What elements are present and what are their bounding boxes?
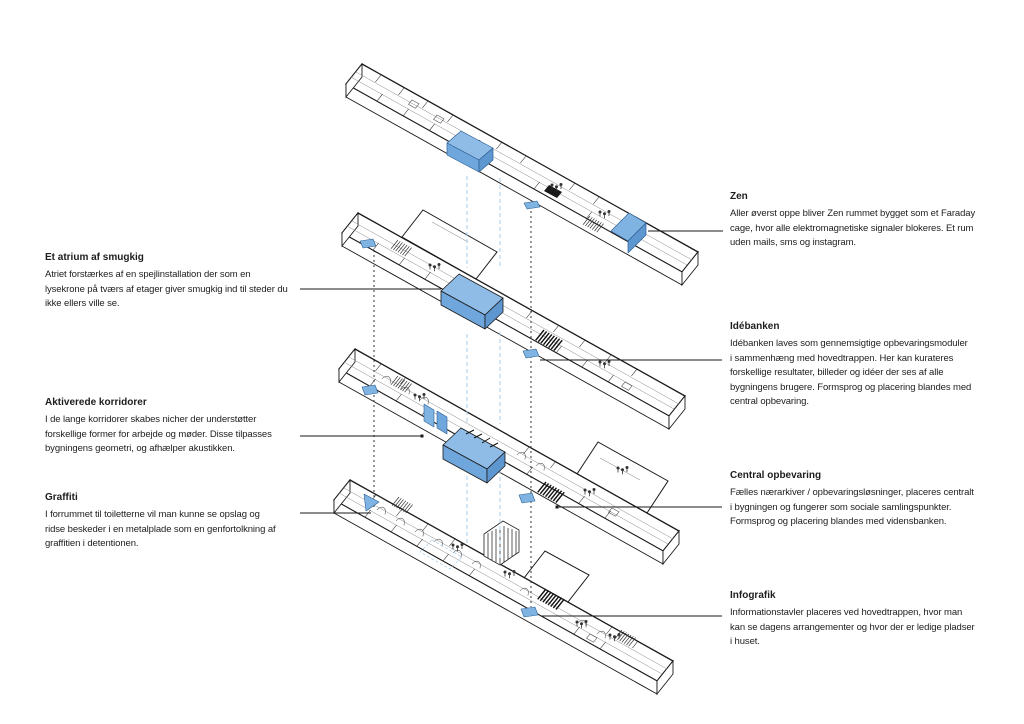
floor-plate-2: [341, 209, 686, 431]
graffiti-panel-highlight: [363, 493, 380, 512]
annotation-korridorer-title: Aktiverede korridorer: [45, 397, 147, 408]
annotation-korridorer-body: I de lange korridorer skabes nicher der …: [45, 414, 272, 454]
annotation-zen: Zen Aller øverst oppe bliver Zen rummet …: [730, 191, 1022, 251]
annotation-infografik-body: Informationstavler placeres ved hovedtra…: [730, 607, 975, 647]
annotation-central: Central opbevaring Fælles nærarkiver / o…: [730, 470, 1022, 530]
annotation-idebanken: Idébanken Idébanken laves som gennemsigt…: [730, 321, 1022, 410]
annotation-central-body: Fælles nærarkiver / opbevaringsløsninger…: [730, 487, 974, 527]
annotation-graffiti-body: I forrummet til toiletterne vil man kunn…: [45, 509, 276, 549]
annotation-idebanken-title: Idébanken: [730, 321, 780, 332]
idebank-panel-highlight: [522, 348, 540, 359]
highlight-panel-top-floor: [523, 200, 541, 210]
annotation-central-title: Central opbevaring: [730, 470, 822, 481]
black-dotted-connectors: [373, 211, 532, 607]
floor-plate-1-top: [345, 62, 699, 287]
annotation-infografik-title: Infografik: [730, 590, 776, 601]
annotation-zen-title: Zen: [730, 191, 748, 202]
leader-lines: [300, 230, 723, 617]
annotation-idebanken-body: Idébanken laves som gennemsigtige opbeva…: [730, 338, 972, 407]
annotation-infografik: Infografik Informationstavler placeres v…: [730, 590, 1022, 650]
highlights: [359, 130, 647, 618]
annotation-graffiti-title: Graffiti: [45, 492, 78, 503]
highlight-panel-floor3-left: [361, 384, 379, 396]
highlight-cube-top-floor: [446, 130, 494, 173]
highlight-panel-floor2-left: [359, 238, 377, 249]
connector-lines: [373, 176, 532, 607]
annotation-atrium-body: Atriet forstærkes af en spejlinstallatio…: [45, 269, 288, 309]
annotation-graffiti: Graffiti I forrummet til toiletterne vil…: [45, 492, 365, 552]
annotation-korridorer: Aktiverede korridorer I de lange korrido…: [45, 397, 365, 457]
korridor-niche-panels: [423, 403, 448, 435]
central-opbevaring-panel-highlight: [518, 492, 536, 504]
floor-plate-4-ground: [333, 478, 674, 696]
infografik-panel-highlight: [520, 606, 539, 618]
leader-dot-korridorer: [420, 434, 424, 438]
blue-dashed-connectors: [466, 176, 501, 560]
zen-room-highlight: [610, 212, 647, 254]
annotation-zen-body: Aller øverst oppe bliver Zen rummet bygg…: [730, 208, 976, 248]
annotation-atrium: Et atrium af smugkig Atriet forstærkes a…: [45, 252, 365, 312]
metal-slat-wall: [483, 520, 520, 566]
korridor-room-highlight: [442, 427, 506, 484]
leader-dot-central: [555, 505, 559, 509]
atrium-room-highlight: [440, 273, 504, 330]
annotation-atrium-title: Et atrium af smugkig: [45, 252, 144, 263]
dark-kitchen-block: [544, 185, 562, 198]
